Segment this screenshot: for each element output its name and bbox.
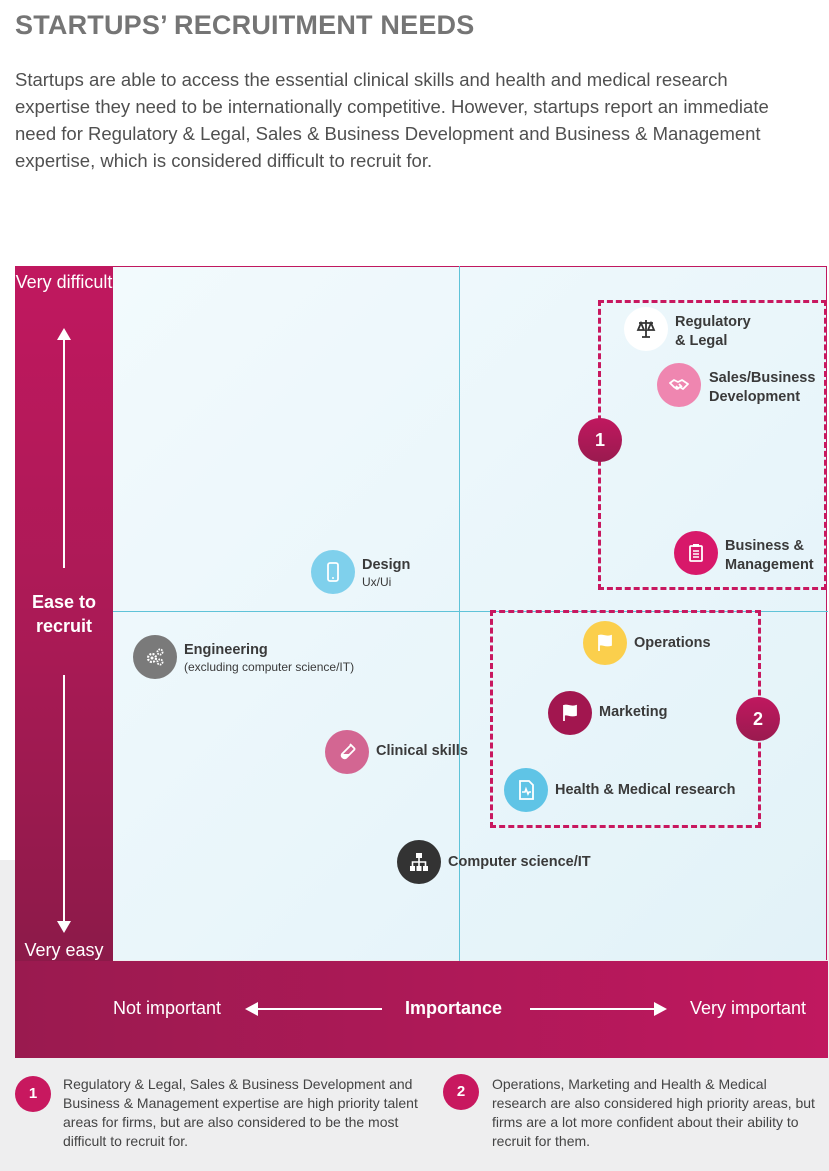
x-axis-band xyxy=(15,961,828,1058)
arrow-down-icon xyxy=(57,921,71,933)
x-axis-right-label: Very important xyxy=(690,998,807,1018)
item-label: Computer science/IT xyxy=(448,854,591,870)
network-icon xyxy=(397,840,441,884)
page-title: STARTUPS’ RECRUITMENT NEEDS xyxy=(15,10,475,40)
item-label: Business & Management xyxy=(725,538,814,573)
note-2-badge: 2 xyxy=(443,1074,479,1110)
test-tube-icon xyxy=(325,730,369,774)
item-label: Operations xyxy=(634,635,711,651)
note-1-text: Regulatory & Legal, Sales & Business Dev… xyxy=(63,1076,418,1149)
clipboard-icon xyxy=(674,531,718,575)
item-label: Health & Medical research xyxy=(555,782,736,798)
handshake-icon xyxy=(657,363,701,407)
flag-icon xyxy=(548,691,592,735)
document-pulse-icon xyxy=(504,768,548,812)
horizontal-divider xyxy=(113,611,828,612)
y-axis-title: Ease to recruit xyxy=(31,592,97,636)
x-axis-left-label: Not important xyxy=(113,998,222,1018)
x-axis-line-right xyxy=(530,1008,656,1010)
plot-area xyxy=(113,266,827,960)
gears-icon xyxy=(133,635,177,679)
group-2-badge: 2 xyxy=(736,697,780,741)
note-1-badge: 1 xyxy=(15,1076,51,1112)
vertical-divider xyxy=(459,266,460,961)
intro-paragraph: Startups are able to access the essentia… xyxy=(15,69,769,171)
arrow-left-icon xyxy=(245,1002,258,1016)
item-title: Design xyxy=(362,557,411,573)
x-axis-title: Importance xyxy=(405,998,503,1018)
group-1-badge: 1 xyxy=(578,418,622,462)
y-axis-line-bottom xyxy=(63,675,65,923)
item-title: Engineering xyxy=(184,642,268,658)
arrow-right-icon xyxy=(654,1002,667,1016)
scales-icon xyxy=(624,307,668,351)
y-axis-line-top xyxy=(63,338,65,568)
arrow-up-icon xyxy=(57,328,71,340)
item-label: Clinical skills xyxy=(376,743,468,759)
item-label: Design Ux/Ui xyxy=(362,556,410,590)
item-subtitle: Ux/Ui xyxy=(362,575,392,589)
flag-icon xyxy=(583,621,627,665)
item-label: Sales/Business Development xyxy=(709,370,816,405)
note-2-text: Operations, Marketing and Health & Medic… xyxy=(492,1076,815,1149)
item-subtitle: (excluding computer science/IT) xyxy=(184,660,355,674)
y-axis-bottom-label: Very easy xyxy=(24,940,104,960)
item-label: Engineering (excluding computer science/… xyxy=(184,641,354,675)
y-axis-top-label: Very difficult xyxy=(15,272,113,292)
mobile-icon xyxy=(311,550,355,594)
item-label: Marketing xyxy=(599,704,668,720)
x-axis-line-left xyxy=(256,1008,382,1010)
item-label: Regulatory & Legal xyxy=(675,314,751,349)
